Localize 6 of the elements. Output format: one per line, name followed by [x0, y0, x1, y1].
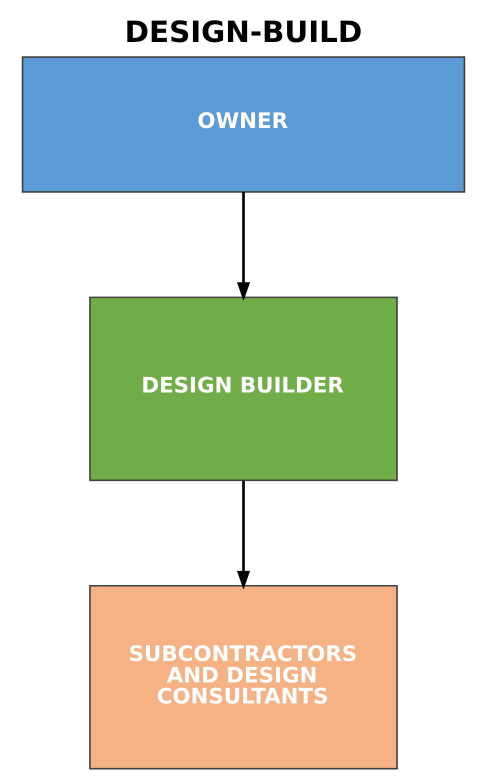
arrow	[236, 192, 250, 301]
node-box: SUBCONTRACTORS AND DESIGN CONSULTANTS	[89, 584, 398, 769]
diagram-title: DESIGN-BUILD	[124, 14, 362, 48]
node-box: DESIGN BUILDER	[89, 296, 398, 481]
arrow	[236, 480, 250, 590]
node-box: OWNER	[22, 56, 466, 192]
